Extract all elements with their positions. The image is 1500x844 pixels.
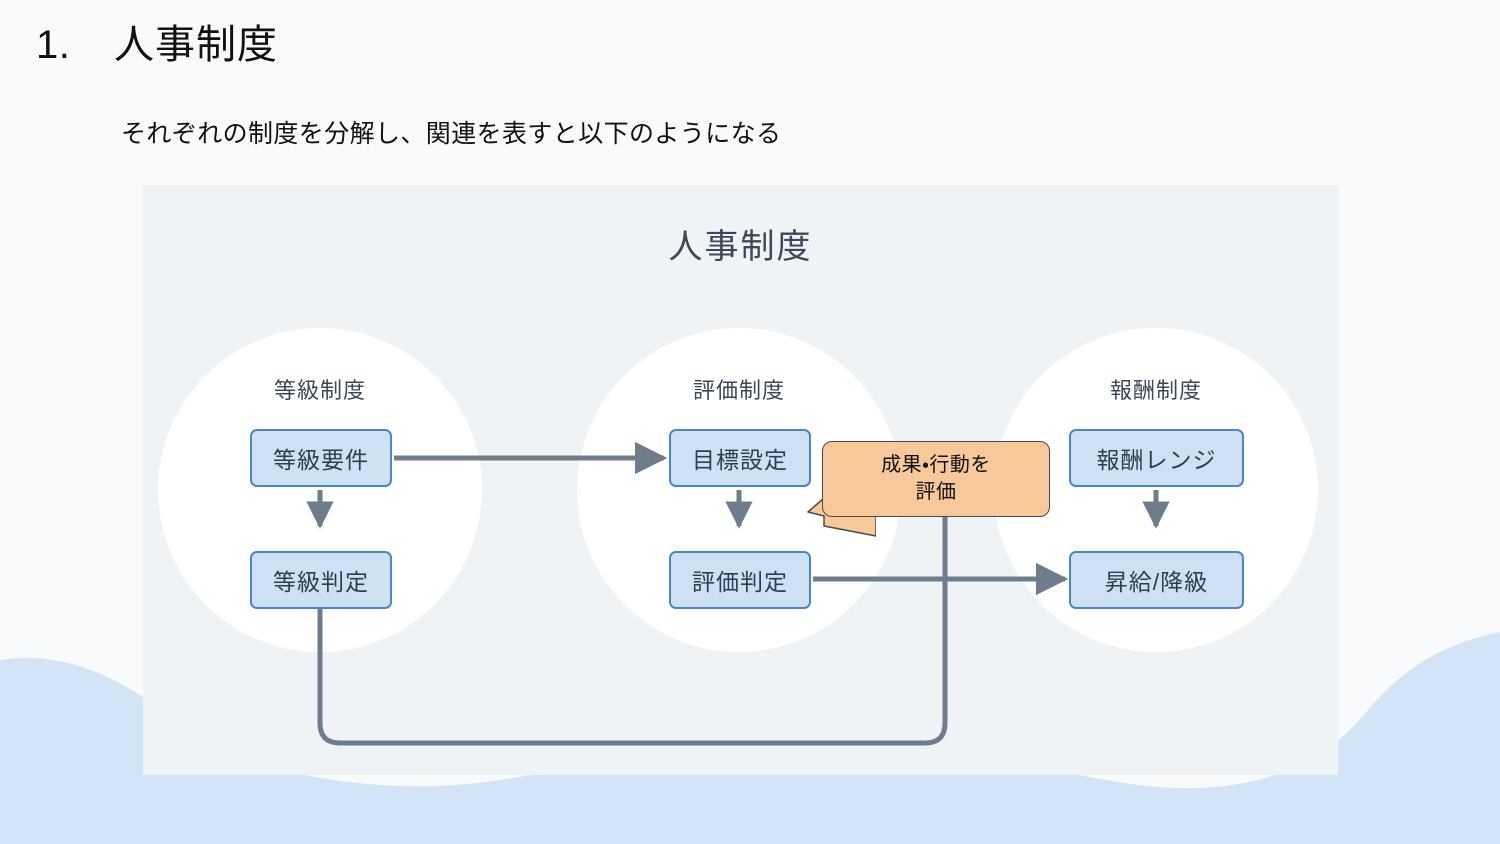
callout-evaluate-results-and-behavior: 成果・行動を 評価 [822,441,1050,517]
node-raise-demotion[interactable]: 昇給/降級 [1069,551,1244,609]
page-title: 1. 人事制度 [36,22,278,68]
slide-subtitle: それぞれの制度を分解し、関連を表すと以下のようになる [121,120,782,148]
heading-title: 人事制度 [114,23,278,67]
node-compensation-range[interactable]: 報酬レンジ [1069,429,1244,487]
node-grade-requirements[interactable]: 等級要件 [250,429,392,487]
group-label-evaluation-system: 評価制度 [692,378,786,403]
node-evaluation-judgement[interactable]: 評価判定 [669,551,811,609]
group-label-compensation-system: 報酬制度 [1109,378,1203,403]
node-goal-setting[interactable]: 目標設定 [669,429,811,487]
callout-line-2: 評価 [915,481,957,503]
heading-number: 1. [36,23,71,67]
group-label-grade-system: 等級制度 [273,378,367,403]
node-grade-judgement[interactable]: 等級判定 [250,551,392,609]
callout-line-1: 成果・行動を [881,454,991,476]
